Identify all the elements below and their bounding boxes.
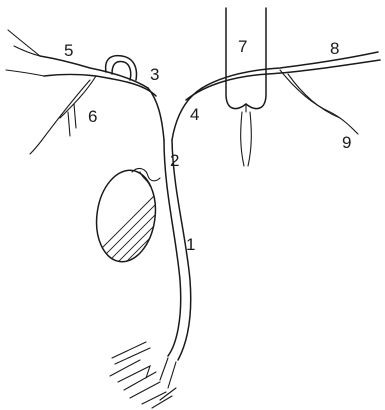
label-8: 8 xyxy=(330,39,339,58)
duodenal-papilla-fringe xyxy=(110,342,176,408)
left-hepatic-duct xyxy=(40,56,156,96)
right-hepatic-duct xyxy=(186,52,380,134)
label-2: 2 xyxy=(170,151,179,170)
label-3: 3 xyxy=(150,65,159,84)
label-1: 1 xyxy=(186,235,195,254)
label-9: 9 xyxy=(342,133,351,152)
gallbladder xyxy=(91,166,166,272)
label-4: 4 xyxy=(190,105,199,124)
structure-7 xyxy=(226,8,266,166)
label-7: 7 xyxy=(238,37,247,56)
branch-6 xyxy=(30,76,96,154)
branch-5 xyxy=(6,30,44,76)
label-6: 6 xyxy=(88,107,97,126)
label-5: 5 xyxy=(64,41,73,60)
